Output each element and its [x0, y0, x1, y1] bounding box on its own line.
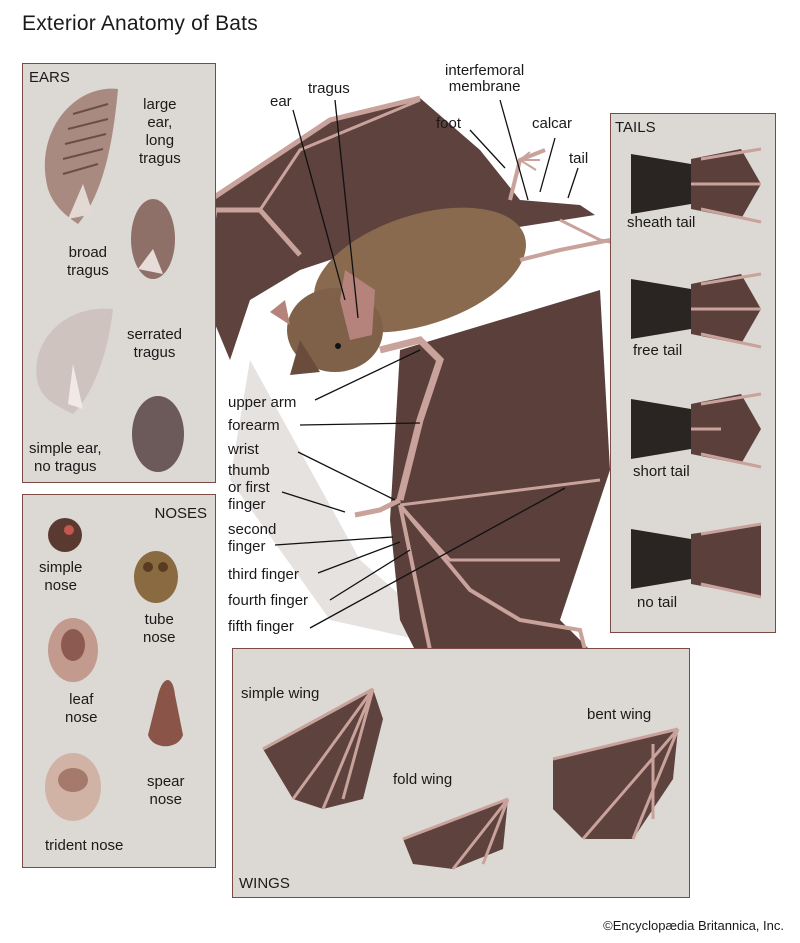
ears-panel: EARS large ear, long tragus broad tragus… [22, 63, 216, 483]
noses-panel: NOSES simple nose tube nose leaf nose sp… [22, 494, 216, 868]
upper-arm-label: upper arm [228, 394, 297, 411]
wings-heading: WINGS [239, 875, 290, 892]
ear-broad-tragus-label: broad tragus [67, 244, 109, 279]
nose-trident-label: trident nose [45, 837, 124, 854]
noses-illustrations [45, 518, 183, 821]
tragus-label: tragus [308, 80, 350, 97]
tail-short-label: short tail [633, 463, 690, 480]
wing-fold-label: fold wing [393, 771, 453, 788]
fourth-finger-label: fourth finger [228, 592, 309, 609]
ear-label: ear [270, 93, 292, 110]
foot-label: foot [436, 115, 462, 132]
wings-illustrations [262, 687, 680, 870]
wrist-label: wrist [228, 441, 259, 458]
tail-free-label: free tail [633, 342, 683, 359]
tails-heading: TAILS [615, 119, 656, 136]
nose-spear-label: spear nose [147, 773, 185, 808]
wing-simple-label: simple wing [241, 685, 320, 702]
third-finger-label: third finger [228, 566, 299, 583]
ears-heading: EARS [29, 69, 70, 86]
ear-serrated-tragus-label: serrated tragus [127, 326, 183, 361]
ear-large-long-tragus-label: large ear, long tragus [139, 96, 181, 167]
ear-simple-no-tragus-label: simple ear, no tragus [29, 440, 102, 475]
page-title: Exterior Anatomy of Bats [22, 12, 258, 35]
noses-heading: NOSES [154, 505, 207, 522]
copyright-notice: ©Encyclopædia Britannica, Inc. [603, 918, 784, 933]
second-finger-label: second finger [228, 521, 277, 555]
tails-illustrations [631, 147, 762, 599]
tail-sheath-label: sheath tail [627, 214, 696, 231]
thumb-label: thumb or first finger [228, 462, 270, 513]
wing-bent-label: bent wing [587, 706, 652, 723]
calcar-label: calcar [532, 115, 573, 132]
nose-simple-label: simple nose [39, 559, 83, 594]
interfemoral-membrane-label: interfemoral membrane [445, 62, 525, 95]
nose-leaf-label: leaf nose [65, 691, 98, 726]
forearm-label: forearm [228, 417, 280, 434]
nose-tube-label: tube nose [143, 611, 176, 646]
fifth-finger-label: fifth finger [228, 618, 294, 635]
wings-panel: WINGS simple wing fold wing bent wing [232, 648, 690, 898]
ears-illustrations [36, 88, 184, 472]
tail-label: tail [569, 150, 589, 167]
tail-none-label: no tail [637, 594, 678, 611]
tails-panel: TAILS sheath tail free tail short tail n… [610, 113, 776, 633]
